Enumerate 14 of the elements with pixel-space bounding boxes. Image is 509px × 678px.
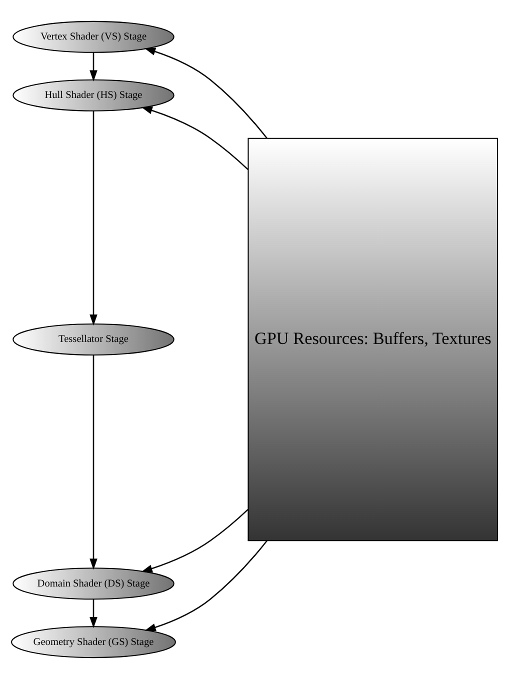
node-ellipse: Geometry Shader (GS) Stage <box>11 626 176 658</box>
arrow <box>144 540 268 631</box>
arrow <box>90 598 98 628</box>
arrow <box>141 508 248 572</box>
node-ellipse: Domain Shader (DS) Stage <box>12 567 174 600</box>
arrow <box>90 354 98 570</box>
arrow <box>90 52 98 81</box>
arrow <box>141 106 248 170</box>
node-ellipse: Vertex Shader (VS) Stage <box>12 20 174 52</box>
arrow <box>144 47 268 138</box>
node-box: GPU Resources: Buffers, Textures <box>248 137 498 541</box>
node-ellipse: Tessellator Stage <box>12 323 174 355</box>
node-ellipse: Hull Shader (HS) Stage <box>12 78 174 111</box>
arrow <box>90 110 98 326</box>
